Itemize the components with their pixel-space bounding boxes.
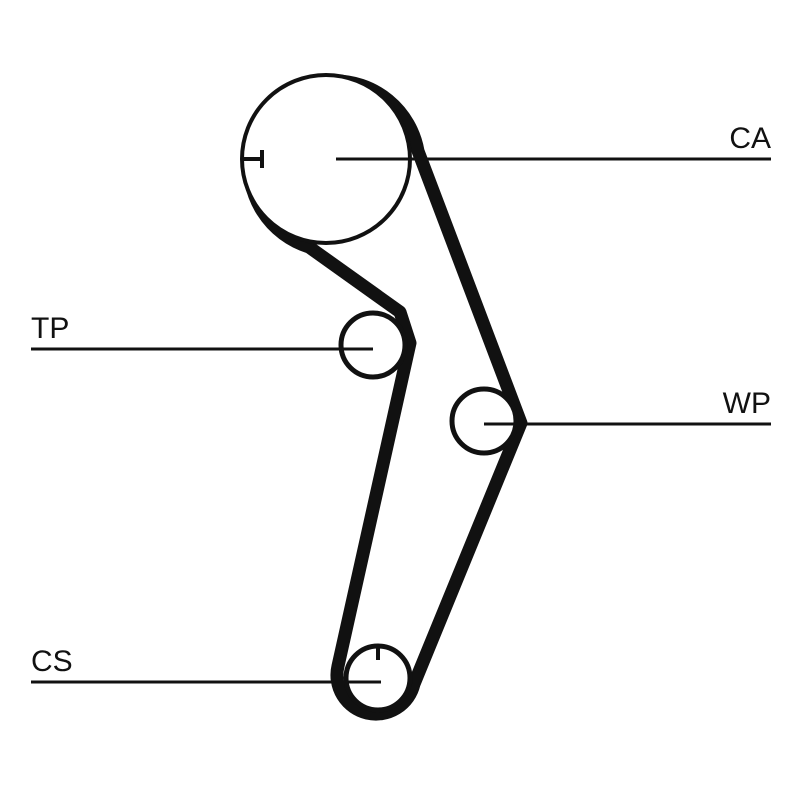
water-pump-pulley bbox=[449, 386, 519, 456]
tensioner-pulley-circle bbox=[338, 310, 408, 380]
tensioner-pulley bbox=[338, 310, 408, 380]
crankshaft-pulley bbox=[343, 643, 413, 713]
camshaft-label: CA bbox=[729, 122, 771, 155]
tensioner-label: TP bbox=[31, 312, 69, 345]
water-pump-pulley-circle bbox=[449, 386, 519, 456]
crankshaft-label: CS bbox=[31, 645, 73, 678]
water-pump-label: WP bbox=[723, 387, 771, 420]
